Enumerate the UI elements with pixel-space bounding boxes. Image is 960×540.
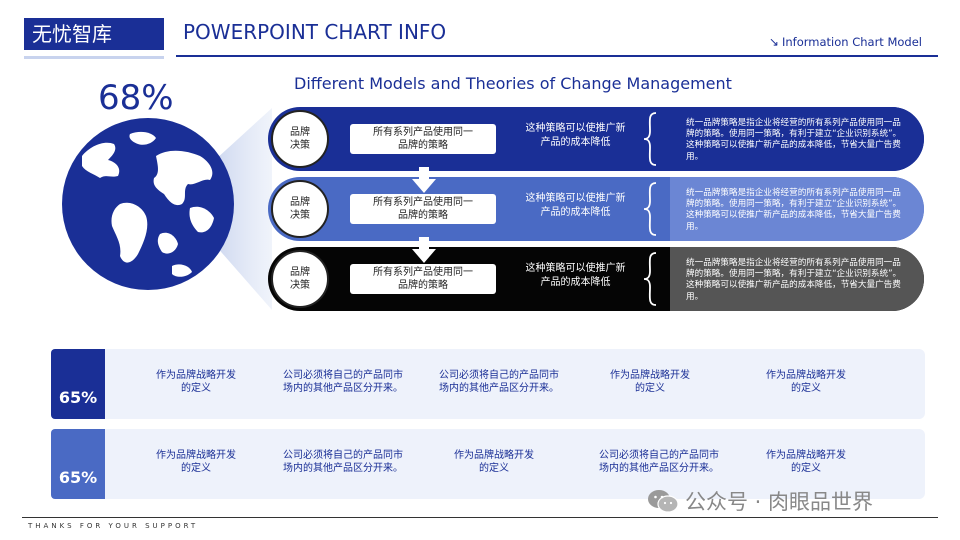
band-percent: 65% xyxy=(51,349,105,419)
footer-divider xyxy=(22,517,938,518)
band-percent: 65% xyxy=(51,429,105,499)
row-description-panel xyxy=(670,247,924,311)
band-cell: 作为品牌战略开发 的定义 xyxy=(454,450,534,474)
process-row-2: 品牌 决策 所有系列产品使用同一 品牌的策略 这种策略可以使推广新 产品的成本降… xyxy=(268,177,924,241)
brace-icon xyxy=(643,112,657,166)
row-pill-label: 所有系列产品使用同一 品牌的策略 xyxy=(350,124,496,154)
brand-logo: 无忧智库 xyxy=(24,18,164,50)
page-title: POWERPOINT CHART INFO xyxy=(183,20,447,44)
diagram-title: Different Models and Theories of Change … xyxy=(294,74,732,93)
header-subtitle-text: Information Chart Model xyxy=(781,35,922,49)
band-cell: 作为品牌战略开发 的定义 xyxy=(766,450,846,474)
down-arrow-icon xyxy=(412,167,436,193)
band-cell: 公司必须将自己的产品同市 场内的其他产品区分开来。 xyxy=(439,370,559,394)
row-circle-label: 品牌 决策 xyxy=(271,250,329,308)
row-middle-text: 这种策略可以使推广新 产品的成本降低 xyxy=(525,193,626,218)
header-subtitle: ↘Information Chart Model xyxy=(769,35,922,49)
globe-icon xyxy=(62,118,234,290)
row-pill-label: 所有系列产品使用同一 品牌的策略 xyxy=(350,194,496,224)
band-cell: 作为品牌战略开发 的定义 xyxy=(610,370,690,394)
row-circle-label: 品牌 决策 xyxy=(271,110,329,168)
band-cell: 公司必须将自己的产品同市 场内的其他产品区分开来。 xyxy=(283,370,403,394)
band-cell: 公司必须将自己的产品同市 场内的其他产品区分开来。 xyxy=(599,450,719,474)
hero-percent: 68% xyxy=(98,78,174,118)
stat-band-2: 65% 作为品牌战略开发 的定义 公司必须将自己的产品同市 场内的其他产品区分开… xyxy=(51,429,925,499)
band-cell: 作为品牌战略开发 的定义 xyxy=(156,450,236,474)
brace-icon xyxy=(643,252,657,306)
band-cell: 作为品牌战略开发 的定义 xyxy=(766,370,846,394)
row-circle-label: 品牌 决策 xyxy=(271,180,329,238)
row-description-panel xyxy=(670,107,924,171)
stat-band-1: 65% 作为品牌战略开发 的定义 公司必须将自己的产品同市 场内的其他产品区分开… xyxy=(51,349,925,419)
band-cell: 公司必须将自己的产品同市 场内的其他产品区分开来。 xyxy=(283,450,403,474)
row-description: 统一品牌策略是指企业将经营的所有系列产品使用同一品牌的策略。使用同一策略，有利于… xyxy=(686,118,902,162)
brace-icon xyxy=(643,182,657,236)
brand-underline xyxy=(24,56,164,59)
watermark: 公众号 · 肉眼品世界 xyxy=(647,486,873,516)
row-description: 统一品牌策略是指企业将经营的所有系列产品使用同一品牌的策略。使用同一策略，有利于… xyxy=(686,188,902,232)
row-pill-label: 所有系列产品使用同一 品牌的策略 xyxy=(350,264,496,294)
row-middle-text: 这种策略可以使推广新 产品的成本降低 xyxy=(525,123,626,148)
process-row-3: 品牌 决策 所有系列产品使用同一 品牌的策略 这种策略可以使推广新 产品的成本降… xyxy=(268,247,924,311)
down-arrow-icon xyxy=(412,237,436,263)
arrow-down-right-icon: ↘ xyxy=(768,35,779,49)
row-description-panel xyxy=(670,177,924,241)
row-description: 统一品牌策略是指企业将经营的所有系列产品使用同一品牌的策略。使用同一策略，有利于… xyxy=(686,258,902,302)
header-divider xyxy=(176,55,938,57)
watermark-text: 公众号 · 肉眼品世界 xyxy=(685,490,874,514)
process-row-1: 品牌 决策 所有系列产品使用同一 品牌的策略 这种策略可以使推广新 产品的成本降… xyxy=(268,107,924,171)
band-cell: 作为品牌战略开发 的定义 xyxy=(156,370,236,394)
wechat-icon xyxy=(648,490,679,513)
row-middle-text: 这种策略可以使推广新 产品的成本降低 xyxy=(525,263,626,288)
footer-text: THANKS FOR YOUR SUPPORT xyxy=(28,522,199,530)
